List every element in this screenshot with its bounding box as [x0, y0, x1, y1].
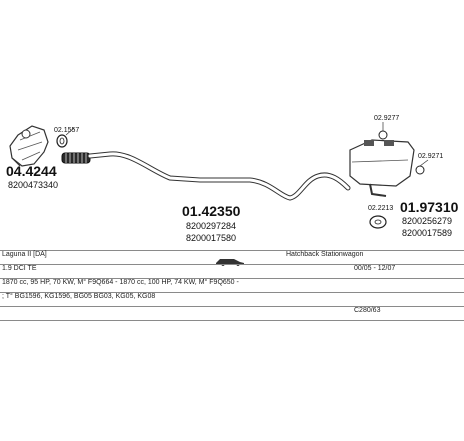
- sub-number-8200256279: 8200256279: [402, 216, 452, 226]
- callout-02-2213: 02.2213: [368, 205, 393, 212]
- engine-label: 1.9 DCI TE: [2, 265, 37, 272]
- rubber-mount-icon: [415, 159, 429, 175]
- clamp-icon: [378, 122, 388, 140]
- part-number-01-42350: 01.42350: [182, 203, 241, 219]
- sub-number-8200017589: 8200017589: [402, 228, 452, 238]
- callout-02-9271: 02.9271: [418, 153, 443, 160]
- divider: [0, 292, 464, 293]
- gasket-rear-icon: [369, 215, 387, 229]
- date-range-label: 00/05 - 12/07: [354, 265, 396, 272]
- model-label: Laguna II [DA]: [2, 251, 47, 258]
- flex-pipe-icon: [61, 152, 91, 164]
- vehicle-info-table: Laguna II [DA] Hatchback Stationwagon 1.…: [0, 250, 464, 330]
- divider: [0, 278, 464, 279]
- car-silhouette-icon: [214, 253, 246, 266]
- callout-02-1557: 02.1557: [54, 127, 79, 134]
- part-number-04-4244: 04.4244: [6, 163, 57, 179]
- sub-number-8200017580: 8200017580: [186, 233, 236, 243]
- gasket-icon: [56, 127, 75, 148]
- divider: [0, 320, 464, 321]
- rear-silencer-icon: [349, 139, 415, 197]
- callout-02-9277: 02.9277: [374, 115, 399, 122]
- exhaust-system-diagram: 02.1557 04.4244 8200473340 01.42350 8200…: [6, 115, 459, 243]
- middle-pipe-icon: [87, 151, 351, 201]
- divider: [0, 264, 464, 265]
- sub-number-8200473340: 8200473340: [8, 180, 58, 190]
- sub-number-8200297284: 8200297284: [186, 221, 236, 231]
- reference-code-label: C280/63: [354, 307, 381, 314]
- engine-specs-label: 1870 cc, 95 HP, 70 KW, M° F9Q664 - 1870 …: [2, 279, 239, 286]
- body-type-label: Hatchback Stationwagon: [286, 251, 364, 258]
- divider: [0, 250, 464, 251]
- divider: [0, 306, 464, 307]
- gearbox-codes-label: ; T° BG1596, KG1596, BG05 BG03, KG05, KG…: [2, 293, 156, 300]
- part-number-01-97310: 01.97310: [400, 199, 459, 215]
- catalytic-converter-icon: [9, 125, 49, 167]
